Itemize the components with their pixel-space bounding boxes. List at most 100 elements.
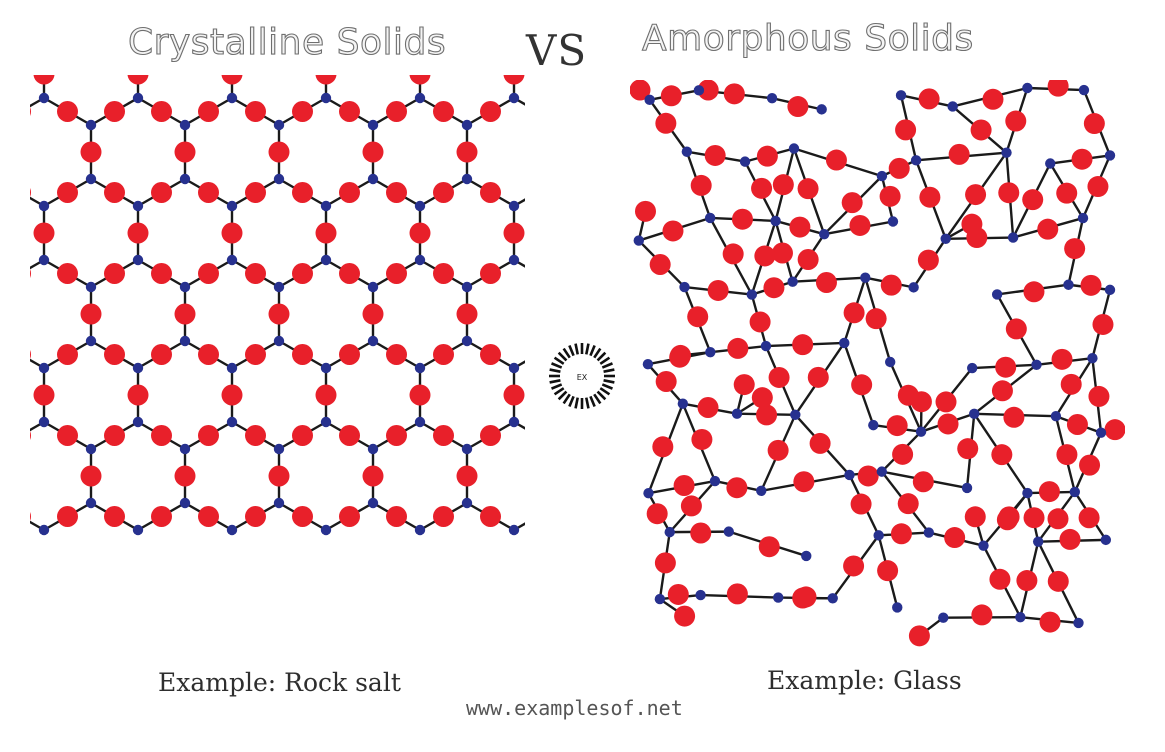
large-atom [917,249,939,271]
bond-line [513,360,525,370]
small-atom [461,335,473,347]
small-atom [414,524,426,536]
large-atom [1092,313,1114,335]
small-atom [1077,212,1089,224]
large-atom [843,302,865,324]
small-atom [132,362,144,374]
large-atom [965,184,987,206]
large-atom [1003,406,1025,428]
large-atom [756,404,778,426]
small-atom [873,530,884,541]
small-atom [1045,158,1056,169]
bond-line [30,258,45,270]
small-atom [681,146,693,157]
small-atom [1104,150,1116,161]
small-atom [38,200,50,212]
small-atom [273,119,285,131]
large-atom [726,477,748,499]
large-atom [174,303,196,325]
large-atom [245,344,266,365]
small-atom [709,475,721,487]
logo-ray [593,393,602,405]
small-atom [414,92,426,104]
large-atom [292,506,313,527]
large-atom [792,587,814,609]
logo-ray [593,347,602,359]
large-atom [825,149,847,171]
small-atom [132,416,144,428]
small-atom [760,340,772,352]
small-atom [367,443,379,455]
small-atom [790,409,801,421]
small-atom [654,593,666,605]
large-atom [797,248,819,270]
large-atom [880,274,902,296]
small-atom [508,200,520,212]
large-atom [1023,281,1045,303]
small-atom [85,497,97,509]
large-atom [634,200,656,222]
large-atom [630,80,651,101]
small-atom [132,200,144,212]
small-atom [320,200,332,212]
small-atom [461,443,473,455]
small-atom [273,281,285,293]
small-atom [226,200,238,212]
large-atom [151,425,172,446]
logo-ray [585,397,590,409]
small-atom [85,335,97,347]
small-atom [461,119,473,131]
large-atom [998,182,1020,204]
small-atom [273,173,285,185]
large-atom [480,101,501,122]
large-atom [792,334,814,356]
large-atom [57,101,78,122]
small-atom [892,602,903,613]
large-atom [362,141,384,163]
large-atom [1056,182,1078,204]
large-atom [292,425,313,446]
large-atom [1066,414,1088,436]
small-atom [770,215,781,227]
large-atom [970,119,992,141]
large-atom [268,303,290,325]
bond-line [513,258,525,268]
large-atom [1005,318,1027,340]
small-atom [816,104,827,115]
small-atom [908,282,919,293]
large-atom [897,493,919,515]
small-atom [226,92,238,104]
small-atom [1073,617,1084,629]
large-atom [888,157,910,179]
large-atom [386,101,407,122]
large-atom [151,101,172,122]
small-atom [367,497,379,509]
large-atom [433,263,454,284]
large-atom [198,344,219,365]
large-atom [480,263,501,284]
large-atom [339,506,360,527]
logo-ray [551,383,563,390]
bond-line [30,96,45,108]
large-atom [690,174,712,196]
large-atom [1051,348,1073,370]
logo-ray [589,395,596,407]
large-atom [409,384,431,406]
small-atom [773,592,784,603]
small-atom [179,281,191,293]
vs-label: VS [526,26,588,75]
large-atom [127,384,149,406]
small-atom [508,416,520,428]
large-atom [1064,238,1086,260]
large-atom [57,425,78,446]
small-atom [1031,359,1042,371]
small-atom [1087,353,1098,364]
small-atom [226,362,238,374]
bond-line [513,198,525,208]
logo-ray [568,395,575,407]
large-atom [268,141,290,163]
large-atom [409,222,431,244]
large-atom [57,182,78,203]
large-atom [33,384,55,406]
large-atom [704,144,726,166]
